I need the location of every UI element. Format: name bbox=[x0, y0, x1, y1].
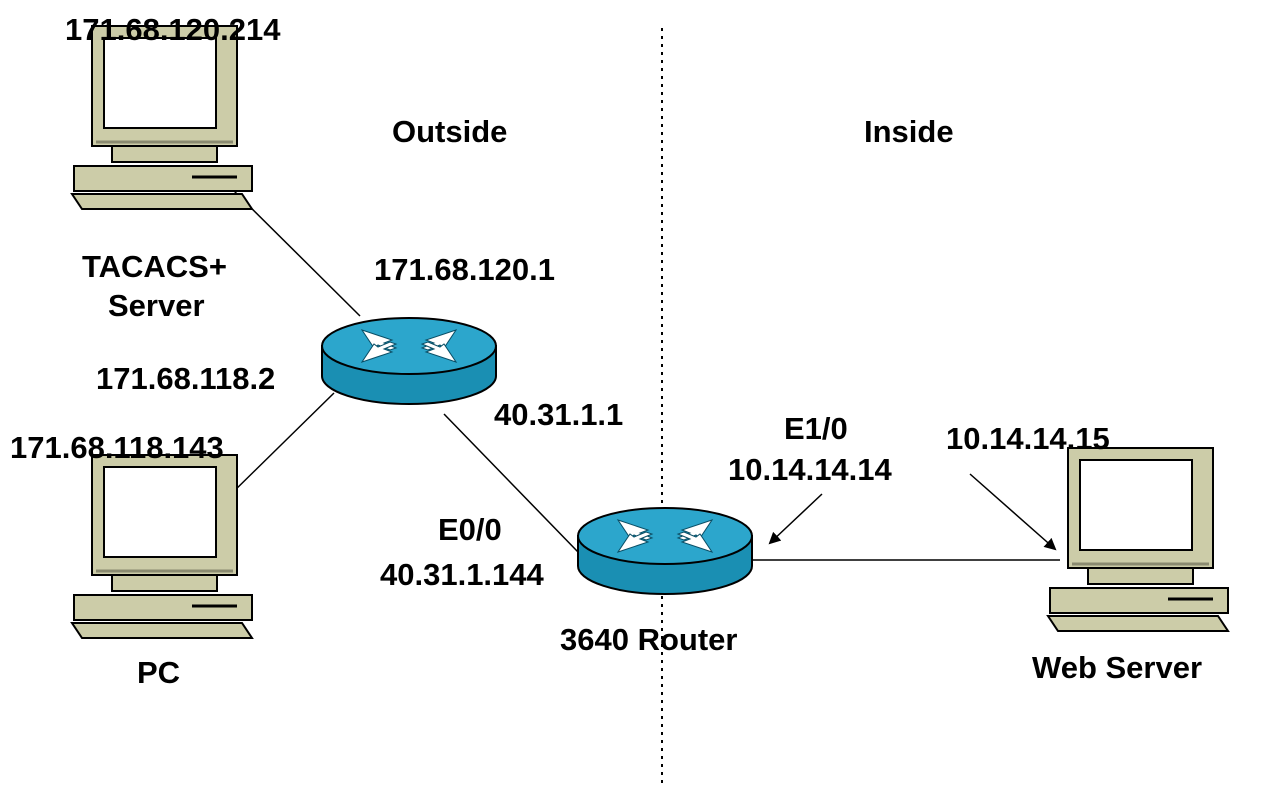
upstream-router-ip-top: 171.68.120.1 bbox=[374, 252, 555, 287]
router-3640-name: 3640 Router bbox=[560, 622, 737, 657]
upstream-router-ip-left: 171.68.118.2 bbox=[96, 361, 275, 396]
pc-name: PC bbox=[137, 655, 180, 690]
router-3640-e10-label: E1/0 bbox=[784, 411, 848, 446]
zone-inside-label: Inside bbox=[864, 114, 954, 149]
upstream-router-ip-right: 40.31.1.1 bbox=[494, 397, 623, 432]
pc-workstation-icon bbox=[70, 453, 254, 640]
zone-outside-label: Outside bbox=[392, 114, 507, 149]
tacacs-server-name-line1: TACACS+ bbox=[82, 249, 227, 284]
upstream-router-icon bbox=[321, 317, 497, 405]
pc-ip: 171.68.118.143 bbox=[10, 430, 224, 465]
router-3640-e00-ip: 40.31.1.144 bbox=[380, 557, 545, 592]
tacacs-server-name-line2: Server bbox=[108, 288, 205, 323]
link-pc-router bbox=[227, 392, 335, 498]
pointer-arrow-e10 bbox=[768, 493, 823, 545]
link-router-3640 bbox=[443, 413, 579, 553]
router-3640-icon bbox=[577, 507, 753, 595]
tacacs-server-workstation-icon bbox=[70, 24, 254, 211]
web-server-workstation-icon bbox=[1046, 446, 1230, 633]
router-3640-e10-ip: 10.14.14.14 bbox=[728, 452, 893, 487]
web-server-ip: 10.14.14.15 bbox=[946, 421, 1110, 456]
pointer-arrow-webserver bbox=[969, 473, 1057, 551]
web-server-name: Web Server bbox=[1032, 650, 1202, 685]
tacacs-server-ip: 171.68.120.214 bbox=[65, 12, 281, 47]
router-3640-e00-label: E0/0 bbox=[438, 512, 502, 547]
